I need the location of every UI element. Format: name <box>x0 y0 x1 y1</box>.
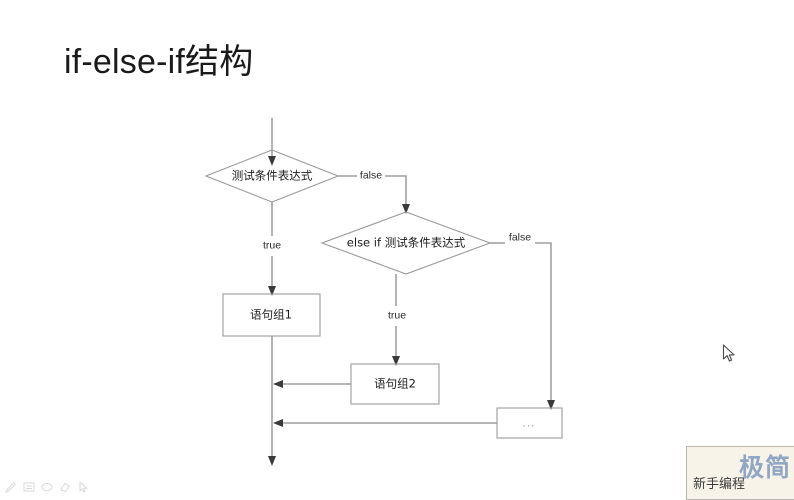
ink-toolbar[interactable] <box>4 478 92 496</box>
node-statement-2-label: 语句组2 <box>374 376 416 391</box>
edge-trunk <box>268 336 276 466</box>
page-title: if-else-if结构 <box>64 43 254 81</box>
edge-label-cond1-false: false <box>358 169 384 183</box>
edge-stmt2-merge <box>273 380 351 388</box>
edge-cond2-false <box>490 242 555 410</box>
edge-more-merge <box>273 419 497 427</box>
edge-label-cond2-false: false <box>507 231 533 245</box>
watermark-badge: 极简 新手编程 <box>686 446 794 500</box>
pointer-icon[interactable] <box>76 480 90 494</box>
edge-label-cond2-true: true <box>386 309 408 323</box>
shape-icon[interactable] <box>40 480 54 494</box>
watermark-logo-text: 极简 <box>739 453 792 482</box>
notes-icon[interactable] <box>22 480 36 494</box>
edge-cond1-false <box>338 175 410 214</box>
pen-icon[interactable] <box>4 480 18 494</box>
edge-cond2-true <box>392 274 400 366</box>
node-condition-2-label: else if 测试条件表达式 <box>346 235 466 250</box>
watermark-subtitle: 新手编程 <box>693 477 746 492</box>
eraser-icon[interactable] <box>58 480 72 494</box>
edge-entry <box>268 118 276 166</box>
node-condition-2 <box>320 211 492 275</box>
edge-label-cond1-true: true <box>261 239 283 253</box>
mouse-cursor <box>722 344 736 364</box>
node-statement-1-label: 语句组1 <box>250 307 292 322</box>
node-condition-1-label: 测试条件表达式 <box>231 168 313 183</box>
node-statement-more-label: ... <box>522 415 536 430</box>
edge-cond1-true <box>268 202 276 296</box>
